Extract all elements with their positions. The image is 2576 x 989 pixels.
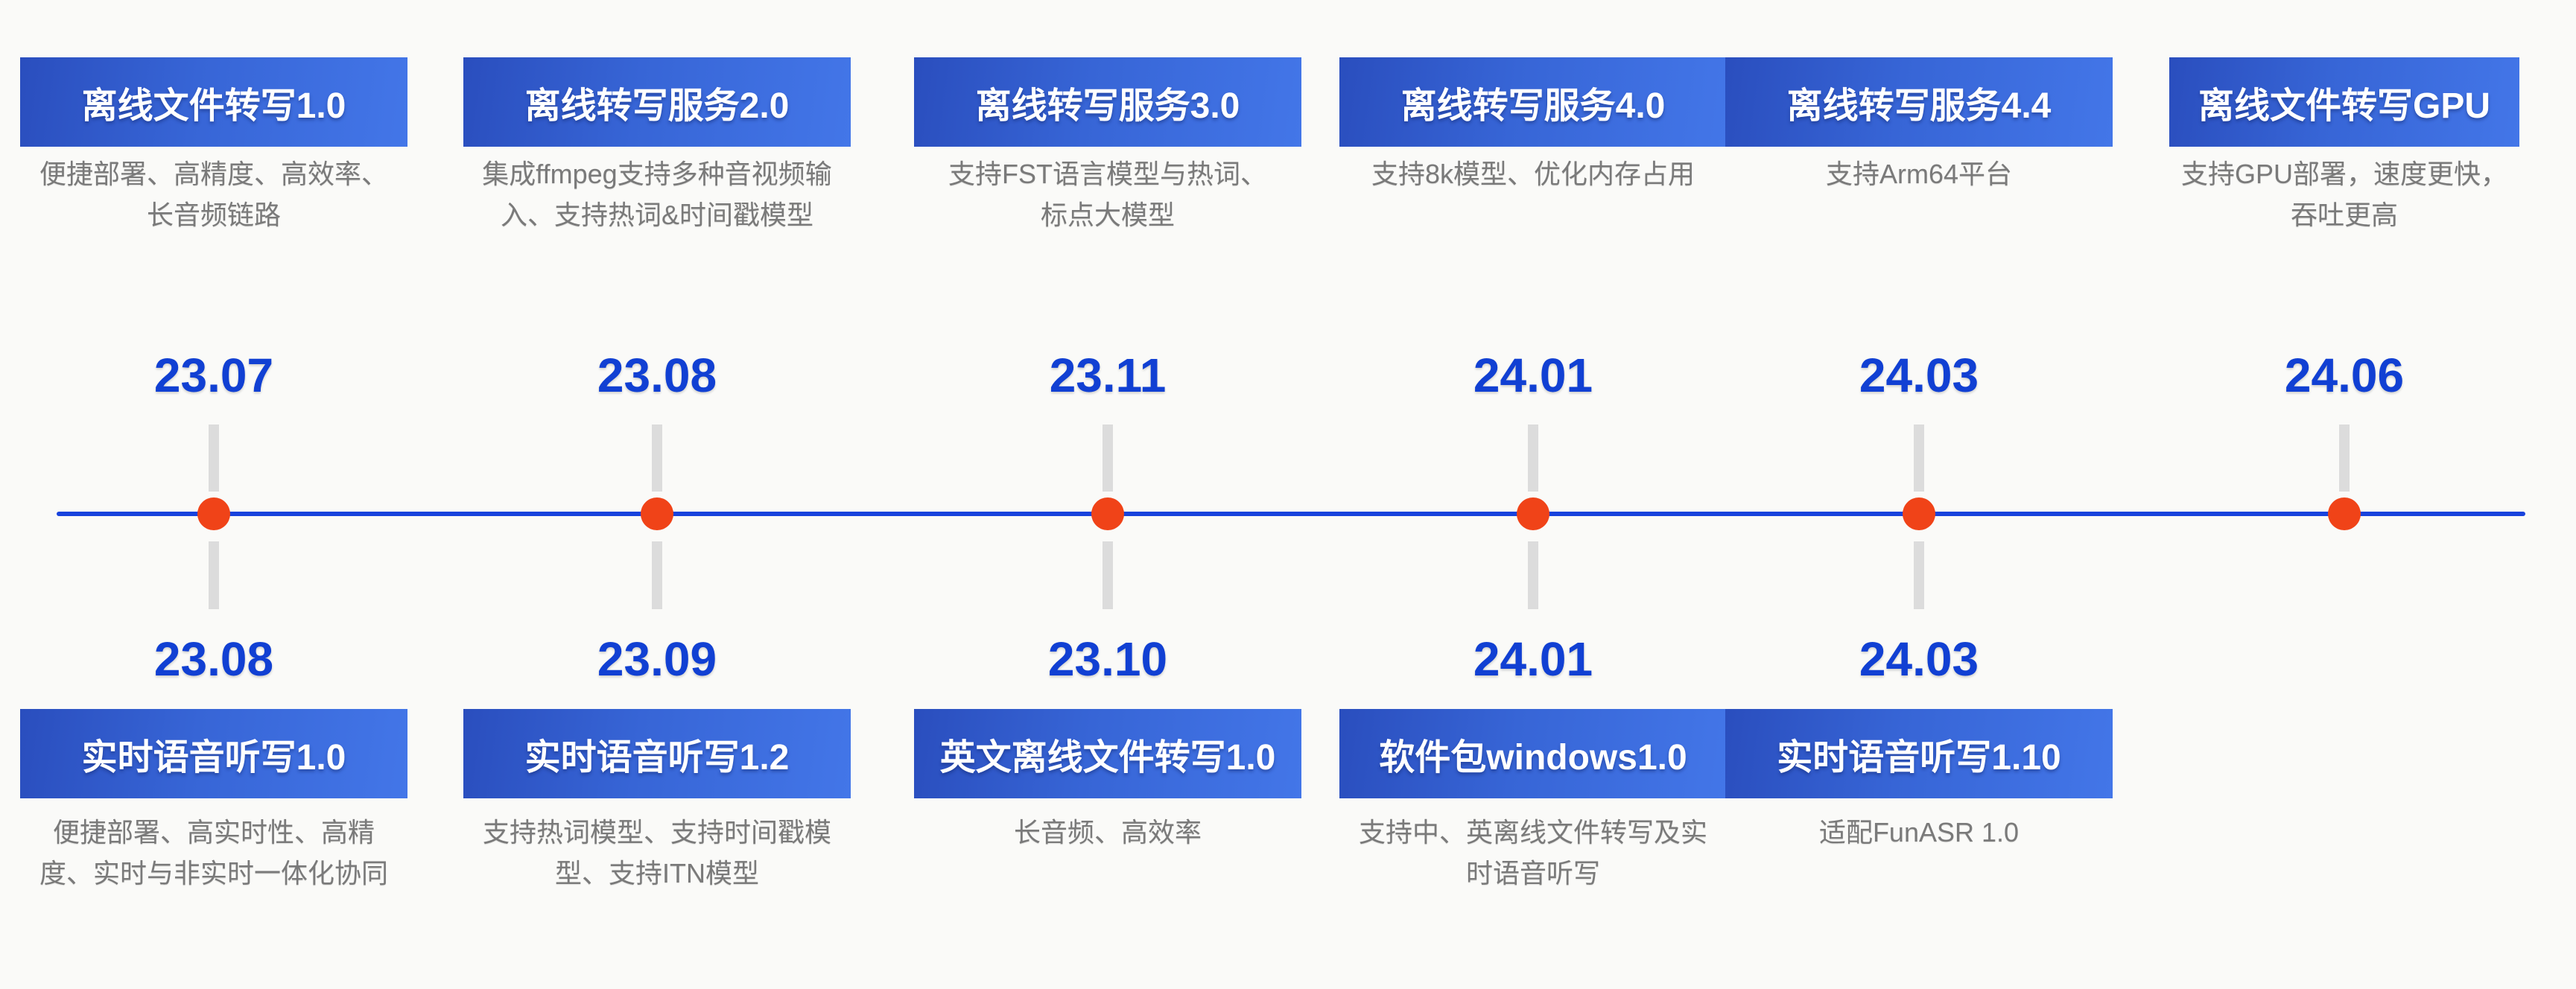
timeline-axis: [57, 512, 2525, 516]
release-title: 实时语音听写1.2: [524, 738, 790, 777]
connector-top: [1103, 424, 1113, 492]
release-date: 24.03: [1859, 632, 1979, 686]
release-description: 支持GPU部署，速度更快，吞吐更高: [2180, 159, 2507, 230]
timeline-column-2: 离线转写服务2.0 集成ffmpeg支持多种音视频输入、支持热词&时间戳模型 2…: [426, 0, 888, 989]
release-description: 便捷部署、高实时性、高精度、实时与非实时一体化协同: [39, 817, 388, 888]
connector-top: [1528, 424, 1538, 492]
release-date: 23.07: [153, 349, 274, 402]
release-title: 离线转写服务3.0: [975, 86, 1240, 126]
timeline-column-4: 离线转写服务4.0 支持8k模型、优化内存占用 24.01 24.01 软件包w…: [1302, 0, 1764, 989]
release-description: 支持热词模型、支持时间戳模型、支持ITN模型: [482, 817, 831, 888]
connector-top: [652, 424, 662, 492]
release-description: 支持8k模型、优化内存占用: [1371, 159, 1695, 189]
release-title: 实时语音听写1.10: [1777, 738, 2061, 777]
connector-bottom: [652, 541, 662, 609]
release-date: 23.08: [153, 632, 274, 686]
release-description: 支持中、英离线文件转写及实时语音听写: [1358, 817, 1707, 888]
release-description: 长音频、高效率: [1013, 817, 1202, 848]
release-date: 24.06: [2284, 349, 2405, 402]
release-date: 23.09: [597, 632, 717, 686]
release-box-top: 离线转写服务4.0: [1339, 57, 1727, 147]
release-box-top: 离线转写服务2.0: [463, 57, 851, 147]
release-title: 离线转写服务2.0: [524, 86, 790, 126]
release-date: 23.08: [597, 349, 717, 402]
connector-bottom: [1914, 541, 1924, 609]
release-title: 英文离线文件转写1.0: [939, 738, 1276, 777]
release-date: 24.01: [1473, 349, 1593, 402]
release-title: 实时语音听写1.0: [81, 738, 346, 777]
connector-bottom: [1103, 541, 1113, 609]
release-box-bottom: 实时语音听写1.10: [1725, 709, 2113, 798]
timeline-dot: [197, 497, 230, 530]
release-description: 便捷部署、高精度、高效率、长音频链路: [39, 159, 388, 230]
release-date: 24.03: [1859, 349, 1979, 402]
connector-bottom: [209, 541, 219, 609]
release-title: 离线转写服务4.4: [1786, 86, 2052, 126]
release-box-top: 离线文件转写GPU: [2169, 57, 2519, 147]
release-description: 适配FunASR 1.0: [1818, 817, 2020, 848]
timeline-column-1: 离线文件转写1.0 便捷部署、高精度、高效率、长音频链路 23.07 23.08…: [0, 0, 445, 989]
release-date: 23.11: [1049, 349, 1167, 402]
release-title: 离线文件转写1.0: [81, 86, 346, 126]
timeline-dot: [2328, 497, 2361, 530]
release-box-top: 离线转写服务4.4: [1725, 57, 2113, 147]
timeline-dot: [1903, 497, 1935, 530]
timeline-dot: [1091, 497, 1124, 530]
release-description: 支持FST语言模型与热词、标点大模型: [948, 159, 1267, 230]
release-date: 23.10: [1047, 632, 1168, 686]
release-description: 集成ffmpeg支持多种音视频输入、支持热词&时间戳模型: [482, 159, 832, 230]
timeline-dot: [1517, 497, 1549, 530]
connector-top: [2339, 424, 2350, 492]
release-box-bottom: 软件包windows1.0: [1339, 709, 1727, 798]
release-box-bottom: 实时语音听写1.0: [20, 709, 407, 798]
release-date: 24.01: [1473, 632, 1593, 686]
release-title: 软件包windows1.0: [1379, 738, 1687, 777]
release-box-bottom: 英文离线文件转写1.0: [914, 709, 1301, 798]
connector-top: [1914, 424, 1924, 492]
timeline-column-3: 离线转写服务3.0 支持FST语言模型与热词、标点大模型 23.11 23.10…: [877, 0, 1339, 989]
release-title: 离线文件转写GPU: [2198, 86, 2491, 126]
release-box-top: 离线转写服务3.0: [914, 57, 1301, 147]
release-description: 支持Arm64平台: [1825, 159, 2013, 189]
release-box-top: 离线文件转写1.0: [20, 57, 407, 147]
timeline-column-5: 离线转写服务4.4 支持Arm64平台 24.03 24.03 实时语音听写1.…: [1688, 0, 2150, 989]
release-box-bottom: 实时语音听写1.2: [463, 709, 851, 798]
timeline-column-6: 离线文件转写GPU 支持GPU部署，速度更快，吞吐更高 24.06: [2113, 0, 2575, 989]
timeline-dot: [641, 497, 673, 530]
connector-bottom: [1528, 541, 1538, 609]
release-title: 离线转写服务4.0: [1400, 86, 1666, 126]
connector-top: [209, 424, 219, 492]
